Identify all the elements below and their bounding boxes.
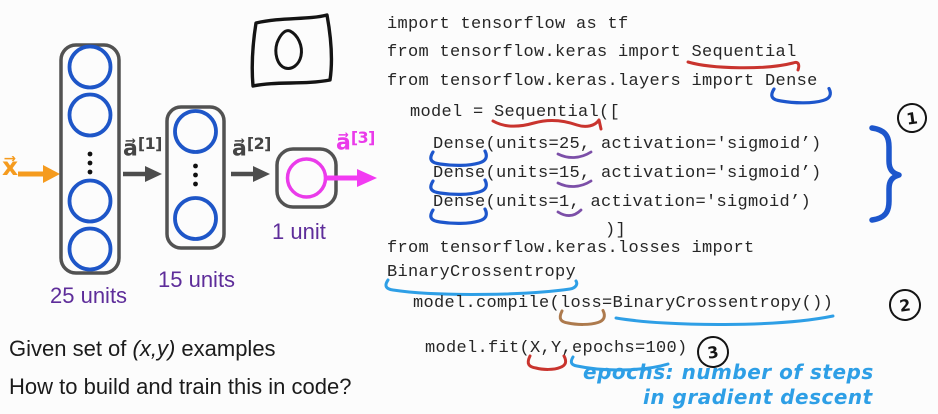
blue-brace-dense-group — [869, 125, 902, 223]
layer1-box — [59, 43, 121, 275]
arrow-layer1-to-layer2 — [123, 166, 162, 182]
code-line-model-compile: model.compile(loss=BinaryCrossentropy()) — [413, 294, 834, 313]
layer2-neurons — [173, 109, 218, 241]
layer2-ellipsis-dots-icon — [193, 163, 198, 187]
question-line-1-math: (x,y) — [132, 336, 176, 361]
activation-label-1-base: a⃗ — [123, 136, 138, 162]
handwritten-digit-zero-sketch — [250, 13, 334, 88]
handwritten-note-line-2: in gradient descent — [643, 385, 873, 409]
question-line-2: How to build and train this in code? — [9, 374, 352, 399]
activation-label-2-base: a⃗ — [232, 136, 247, 162]
code-line-model-fit: model.fit(X,Y,epochs=100) — [425, 339, 688, 358]
question-line-1: Given set of (x,y) examples — [9, 336, 276, 362]
code-line-binarycrossentropy: BinaryCrossentropy — [387, 263, 577, 282]
layer2-units-label: 15 units — [158, 267, 236, 292]
layer3-neuron — [285, 157, 328, 199]
activation-label-3-sup: [3] — [350, 128, 375, 147]
activation-label-3: a⃗[3] — [336, 126, 375, 156]
step-2-badge: 2 — [886, 286, 924, 324]
code-line-import-tensorflow: import tensorflow as tf — [387, 15, 629, 34]
step-1-badge: 1 — [895, 101, 929, 135]
cyan-underline-binarycrossentropy-call — [614, 314, 835, 327]
activation-label-1: a⃗[1] — [123, 132, 162, 162]
red-underline-sequential-import — [686, 60, 801, 72]
activation-label-1-sup: [1] — [137, 134, 162, 153]
layer3-units-label: 1 unit — [272, 219, 326, 244]
layer2-box — [165, 105, 226, 250]
layer3-box — [275, 147, 338, 209]
input-vector-label: x⃗ — [2, 152, 19, 181]
question-line-1-suffix: examples — [175, 336, 276, 361]
layer1-ellipsis-dots-icon — [87, 151, 93, 175]
code-line-import-losses: from tensorflow.keras.losses import — [387, 239, 755, 258]
code-line-import-sequential: from tensorflow.keras import Sequential — [387, 43, 797, 62]
output-arrow — [324, 169, 377, 187]
code-line-model-sequential: model = Sequential([ — [410, 103, 621, 122]
layer1-units-label: 25 units — [50, 283, 128, 308]
activation-label-3-base: a⃗ — [336, 130, 351, 156]
code-line-dense-25: Dense(units=25, activation='sigmoid’) — [433, 135, 822, 154]
arrow-layer2-to-layer3 — [231, 166, 270, 182]
activation-label-2: a⃗[2] — [232, 132, 271, 162]
code-line-dense-1: Dense(units=1, activation='sigmoid’) — [433, 193, 812, 212]
handwritten-note-line-1: epochs: number of steps — [583, 360, 874, 384]
code-line-close-bracket: )] — [605, 221, 627, 240]
activation-label-2-sup: [2] — [246, 134, 271, 153]
input-arrow — [18, 165, 60, 183]
code-line-import-dense: from tensorflow.keras.layers import Dens… — [387, 72, 818, 91]
code-line-dense-15: Dense(units=15, activation='sigmoid’) — [433, 164, 822, 183]
layer1-neurons — [67, 44, 113, 272]
question-line-1-prefix: Given set of — [9, 336, 133, 361]
